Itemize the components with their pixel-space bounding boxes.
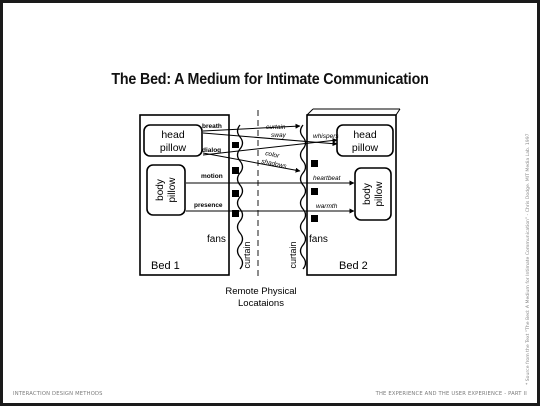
bed2-head-pillow-line1: head	[353, 129, 377, 141]
curtain-sway-line2: sway	[271, 132, 287, 139]
arrow-breath-to-curtain	[202, 123, 301, 132]
bed1-port-square	[232, 142, 239, 148]
bed2-port-square	[311, 160, 318, 167]
bed2-frame	[306, 114, 397, 276]
bed1-port-square	[232, 167, 239, 174]
bed2-curtain-wave	[299, 124, 307, 270]
bed2-fans-label: fans	[309, 234, 328, 245]
footer-right: THE EXPERIENCE AND THE USER EXPERIENCE -…	[375, 391, 527, 397]
color-shadows-line1: color	[265, 150, 281, 160]
bed1-label: Bed 1	[151, 260, 180, 272]
slide: The Bed: A Medium for Intimate Communica…	[3, 3, 537, 403]
arrow-dialog-to-color	[202, 152, 301, 173]
bed1-fans-label: fans	[207, 234, 226, 245]
bed1-body-pillow-line1: body	[155, 179, 166, 201]
bed2-port-heartbeat: heartbeat	[313, 175, 342, 182]
bed2-body-pillow	[354, 167, 392, 221]
bed1-body-pillow-line2: pillow	[167, 177, 178, 203]
bed2-label: Bed 2	[339, 260, 368, 272]
bed2-curtain-label: curtain	[288, 241, 298, 268]
bed1-port-square	[232, 210, 239, 217]
bed2-port-square	[311, 188, 318, 195]
bed2-body-pillow-line2: pillow	[374, 181, 385, 207]
bed1-curtain-label: curtain	[242, 241, 252, 268]
slide-title: The Bed: A Medium for Intimate Communica…	[111, 71, 429, 88]
bed2-port-warmth: warmth	[316, 203, 338, 210]
bed1-port-dialog: dialog	[202, 147, 221, 154]
bed2-head-pillow-line2: pillow	[352, 142, 379, 154]
caption-line1: Remote Physical	[225, 286, 296, 297]
bed1-frame	[139, 114, 230, 276]
bed1-port-breath: breath	[202, 123, 222, 130]
footer-left: INTERACTION DESIGN METHODS	[13, 391, 103, 397]
bed1-head-pillow	[143, 124, 203, 157]
bed1-body-pillow	[146, 164, 186, 216]
bed1-head-pillow-line2: pillow	[160, 142, 187, 154]
caption-line2: Locataions	[238, 298, 284, 309]
bed1-port-square	[232, 190, 239, 197]
bed1-head-pillow-line1: head	[161, 129, 185, 141]
bed-diagram: head pillow body pillow fans Bed 1 curta…	[139, 108, 401, 309]
bed2-port-whispers: whispers	[313, 133, 339, 140]
bed2-port-square	[311, 215, 318, 222]
bed1-port-motion: motion	[201, 173, 223, 180]
bed2-body-pillow-line1: body	[362, 183, 373, 205]
source-note: * Source from the Text "The Bed: A Mediu…	[526, 133, 531, 385]
bed1-curtain-wave	[236, 124, 244, 270]
arrow-dialog-to-whispers	[202, 138, 338, 156]
bed1-port-presence: presence	[194, 202, 223, 209]
